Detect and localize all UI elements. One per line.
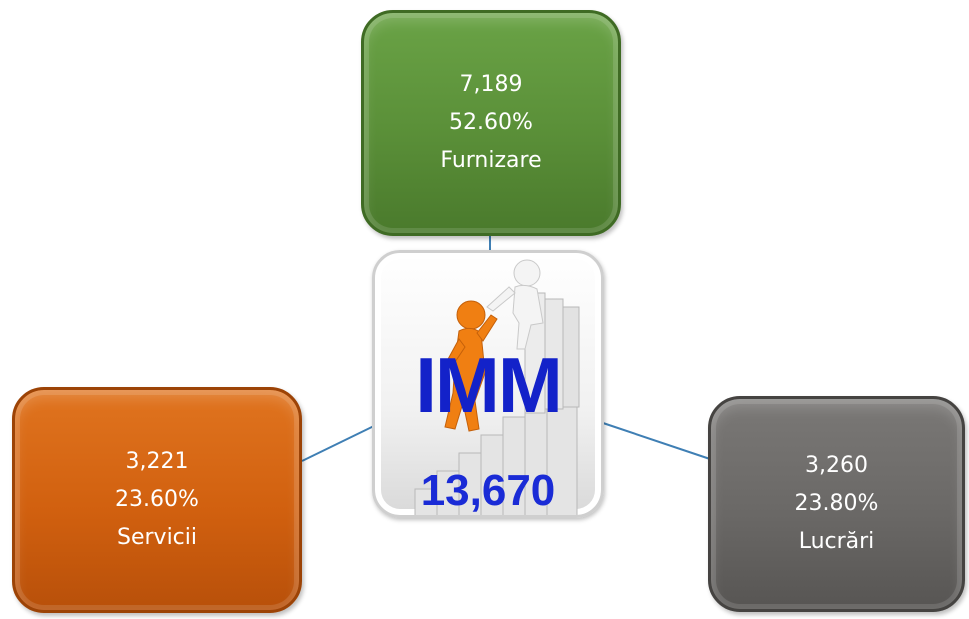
furnizare-value: 7,189 <box>459 72 523 97</box>
lucrari-percent: 23.80% <box>794 491 879 516</box>
connector-left <box>301 424 377 462</box>
servicii-value: 3,221 <box>125 449 189 474</box>
servicii-label: Servicii <box>117 525 197 550</box>
center-node-imm: IMM 13,670 <box>372 250 604 518</box>
lucrari-value: 3,260 <box>805 453 868 478</box>
total-value: 13,670 <box>420 466 556 515</box>
furnizare-percent: 52.60% <box>449 110 533 135</box>
stairs-helping-hand-illustration <box>414 259 580 515</box>
node-lucrari: 3,260 23.80% Lucrări <box>708 396 965 612</box>
lucrari-label: Lucrări <box>798 529 875 554</box>
servicii-percent: 23.60% <box>115 487 199 512</box>
climber-figure <box>444 300 498 432</box>
staircase-image <box>414 292 580 515</box>
imm-logo-text: IMM <box>415 341 563 429</box>
helper-figure <box>486 259 544 350</box>
node-furnizare: 7,189 52.60% Furnizare <box>361 10 621 236</box>
connector-right <box>602 422 711 460</box>
furnizare-label: Furnizare <box>440 148 542 173</box>
node-servicii: 3,221 23.60% Servicii <box>12 387 302 613</box>
